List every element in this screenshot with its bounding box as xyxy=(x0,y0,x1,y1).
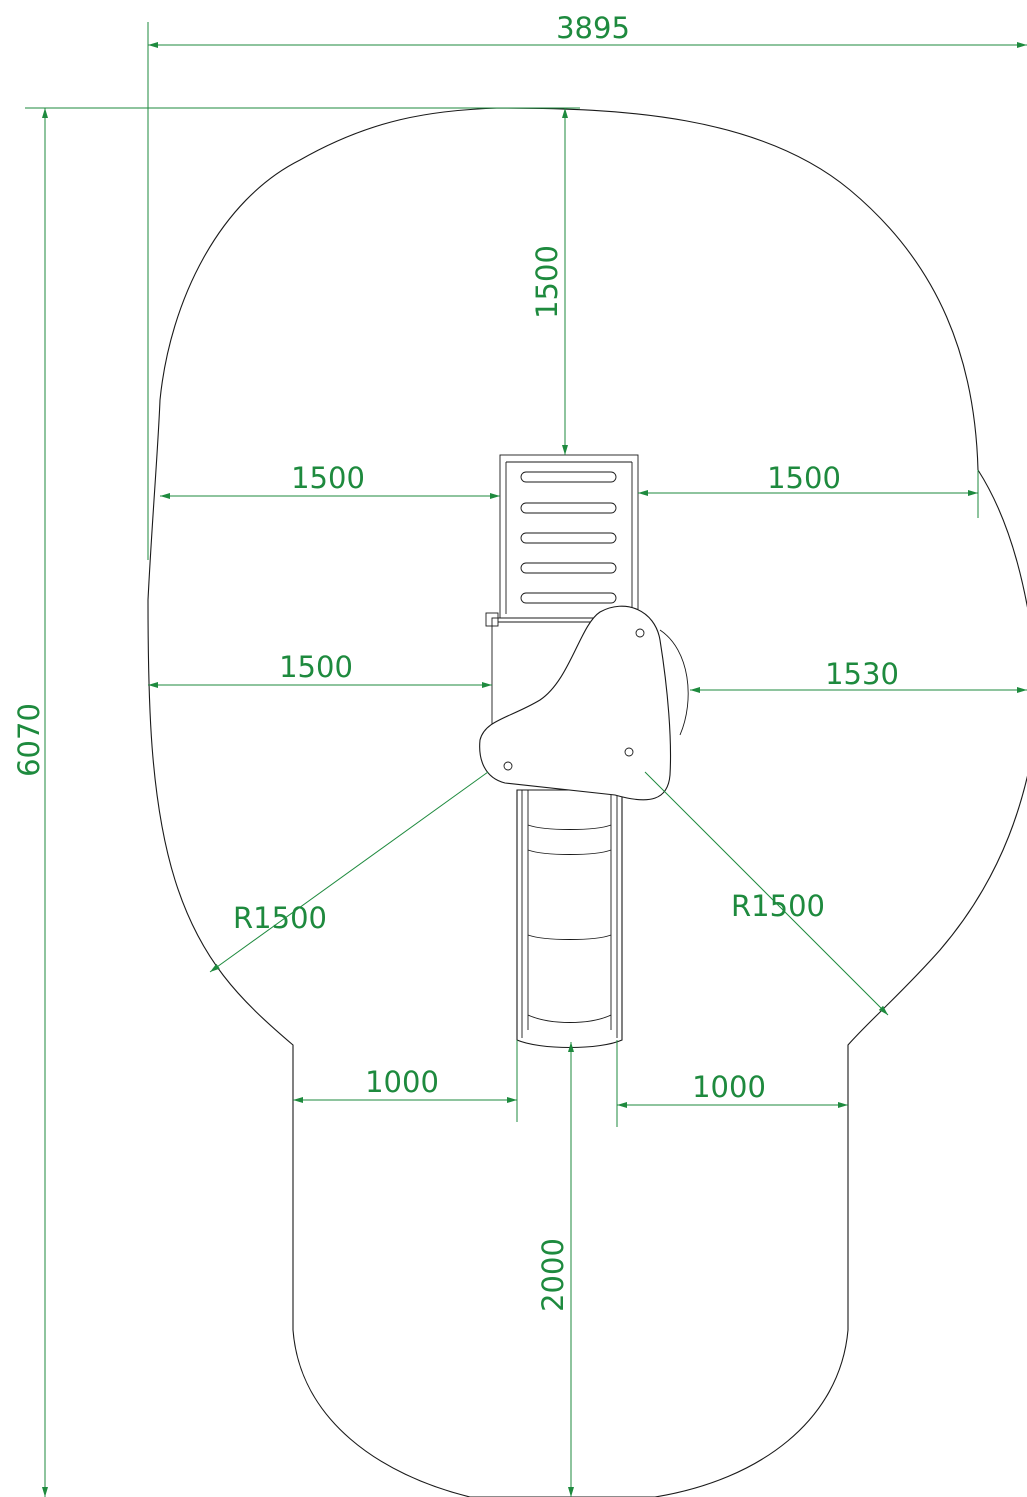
dimension-label-left-clearance-upper: 1500 xyxy=(291,461,365,495)
dimension-left-clearance-middle: 1500 xyxy=(148,650,492,688)
dimension-label-slide-exit-clearance: 2000 xyxy=(536,1238,570,1312)
dimension-slide-exit-clearance: 2000 xyxy=(536,1042,574,1497)
dimension-label-radius-right: R1500 xyxy=(731,889,825,923)
dimension-overall-width: 3895 xyxy=(147,11,1027,560)
dimension-label-right-clearance-slide: 1000 xyxy=(692,1070,766,1104)
ladder-rungs xyxy=(520,471,617,604)
dimension-label-right-clearance-middle: 1530 xyxy=(825,657,899,691)
dimension-label-overall-length: 6070 xyxy=(12,703,46,777)
safety-zone-outline xyxy=(147,107,1027,1497)
dimension-right-clearance-slide: 1000 xyxy=(616,1040,848,1127)
dimension-right-clearance-middle: 1530 xyxy=(690,657,1027,693)
dimension-radius-right: R1500 xyxy=(644,771,889,1016)
dimension-left-clearance-upper: 1500 xyxy=(160,461,500,499)
slide-hood xyxy=(479,605,672,801)
dimension-label-left-clearance-middle: 1500 xyxy=(279,650,353,684)
dimension-right-clearance-upper: 1500 xyxy=(638,461,979,518)
dimension-label-radius-left: R1500 xyxy=(233,901,327,935)
slide-chute xyxy=(516,789,623,1048)
dimension-radius-left: R1500 xyxy=(209,771,489,973)
platform-panel xyxy=(499,454,639,619)
dimension-overall-length: 6070 xyxy=(12,107,580,1497)
dimension-label-overall-width: 3895 xyxy=(556,11,630,45)
dimension-top-clearance: 1500 xyxy=(530,108,568,455)
dimension-label-right-clearance-upper: 1500 xyxy=(767,461,841,495)
dimension-label-left-clearance-slide: 1000 xyxy=(365,1065,439,1099)
dimension-label-top-clearance: 1500 xyxy=(530,245,564,319)
dimension-left-clearance-slide: 1000 xyxy=(293,1040,518,1122)
